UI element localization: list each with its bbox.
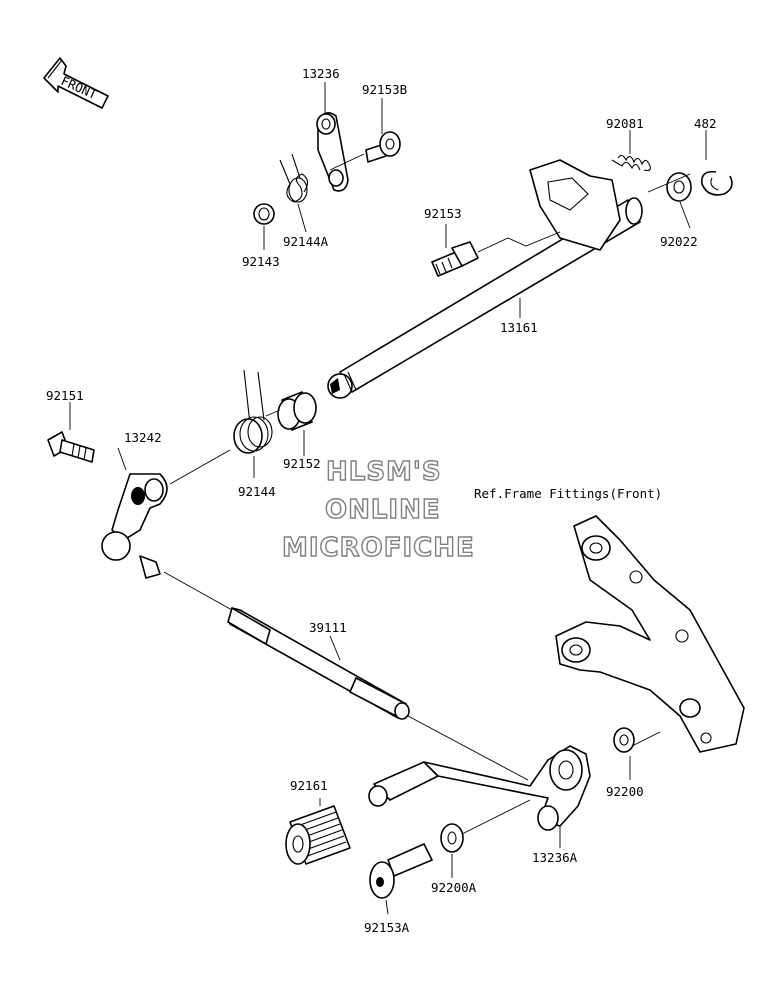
part-label-92151: 92151 [46,388,84,403]
front-direction-arrow: FRONT [43,57,109,109]
part-label-92022: 92022 [660,234,698,249]
part-label-92200: 92200 [606,784,644,799]
collar-92152 [277,391,317,431]
collar-92143 [253,203,275,225]
bolt-92151 [47,431,95,463]
part-label-92144A: 92144A [283,234,329,249]
footrest-rubber-92161 [285,805,351,865]
shift-pedal-13236A [368,745,591,831]
watermark-line2: ONLINE [325,495,441,525]
spring-92144 [233,369,273,454]
part-label-92153: 92153 [424,206,462,221]
part-label-39111: 39111 [309,620,347,635]
front-direction-label: FRONT [59,73,100,102]
spring-92144A [279,153,309,203]
shift-arm-13236 [316,112,349,192]
shaft-splined-end [327,371,357,399]
part-label-92144: 92144 [238,484,276,499]
leader-lines [69,82,707,915]
watermark-line1: HLSM'S [326,457,442,487]
frame-fitting-front [555,515,745,753]
bolt-92153 [431,241,479,277]
reference-note: Ref.Frame Fittings(Front) [474,486,662,501]
shift-rod-39111 [227,607,410,720]
part-label-92153A: 92153A [364,920,410,935]
circlip-482 [700,170,733,196]
shift-shaft-13161 [327,159,643,399]
washer-92022 [666,172,692,202]
part-label-13236: 13236 [302,66,340,81]
watermark: HLSM'S ONLINE MICROFICHE [281,456,475,563]
part-label-92153B: 92153B [362,82,407,97]
part-label-13236A: 13236A [532,850,578,865]
part-label-482: 482 [694,116,717,131]
washer-92200 [613,727,635,753]
spring-92081 [611,154,651,172]
part-label-92143: 92143 [242,254,280,269]
part-label-92152: 92152 [283,456,321,471]
washer-92200A [440,823,464,853]
part-label-92081: 92081 [606,116,644,131]
part-label-92161: 92161 [290,778,328,793]
bolt-92153A [369,843,433,899]
lever-13242 [101,473,168,579]
watermark-line3: MICROFICHE [282,533,475,563]
part-number-labels: 13236 92153B 92143 92144A 92081 482 9215… [46,66,717,935]
bolt-92153B [365,131,401,163]
part-label-92200A: 92200A [431,880,477,895]
part-label-13242: 13242 [124,430,162,445]
part-label-13161: 13161 [500,320,538,335]
